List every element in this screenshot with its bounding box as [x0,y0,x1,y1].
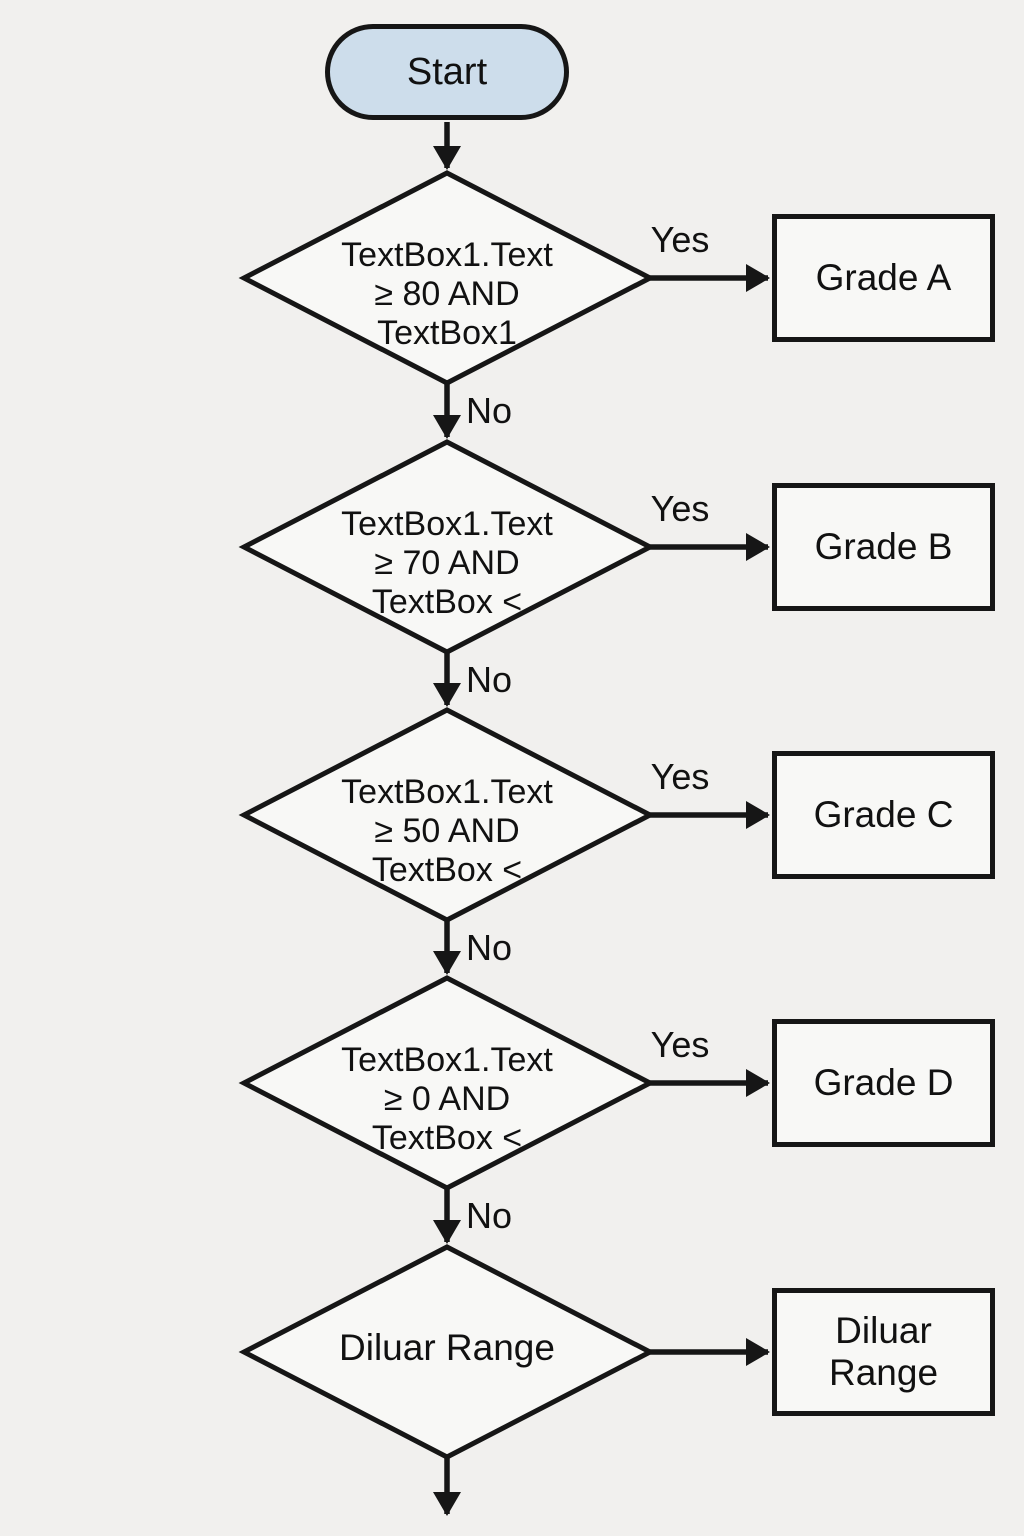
yes-label-4: Yes [650,1024,710,1065]
no-label-1: No [466,390,513,431]
decision-5-line-1: Diluar Range [339,1327,555,1368]
decision-3-line-1: TextBox1.Text [341,773,553,811]
yes-label-2: Yes [650,488,710,529]
decision-4-line-3: TextBox < [371,1119,523,1157]
result-label-grade-c: Grade C [813,794,954,835]
result-label-grade-b: Grade B [814,526,953,567]
result-box-grade-a: Grade A [772,214,995,342]
result-box-grade-c: Grade C [772,751,995,879]
decision-4-line-1: TextBox1.Text [341,1041,553,1079]
result-label-grade-a: Grade A [815,257,952,298]
decision-4-line-2: ≥ 0 AND [383,1080,511,1118]
decision-3-line-3: TextBox < [371,851,523,889]
decision-1-line-3: TextBox1 [377,314,517,352]
start-node: Start [325,24,569,120]
yes-label-3: Yes [650,756,710,797]
result-label-diluar-range: Diluar Range [828,1310,939,1393]
result-box-grade-b: Grade B [772,483,995,611]
decision-1-label: TextBox1.Text ≥ 80 AND TextBox1 [287,236,607,353]
no-label-3: No [466,927,513,968]
no-label-4: No [466,1195,513,1236]
decision-4-label: TextBox1.Text ≥ 0 AND TextBox < [287,1041,607,1158]
start-label: Start [406,50,488,93]
yes-label-1: Yes [650,219,710,260]
decision-1-line-2: ≥ 80 AND [374,275,520,313]
decision-2-line-2: ≥ 70 AND [374,544,520,582]
decision-2-line-3: TextBox < [371,583,523,621]
no-label-2: No [466,659,513,700]
decision-3-label: TextBox1.Text ≥ 50 AND TextBox < [287,773,607,890]
decision-5-label: Diluar Range [287,1327,607,1369]
decision-2-line-1: TextBox1.Text [341,505,553,543]
decision-2-label: TextBox1.Text ≥ 70 AND TextBox < [287,505,607,622]
result-box-diluar-range: Diluar Range [772,1288,995,1416]
result-label-grade-d: Grade D [813,1062,954,1103]
result-box-grade-d: Grade D [772,1019,995,1147]
decision-3-line-2: ≥ 50 AND [374,812,520,850]
decision-1-line-1: TextBox1.Text [341,236,553,274]
